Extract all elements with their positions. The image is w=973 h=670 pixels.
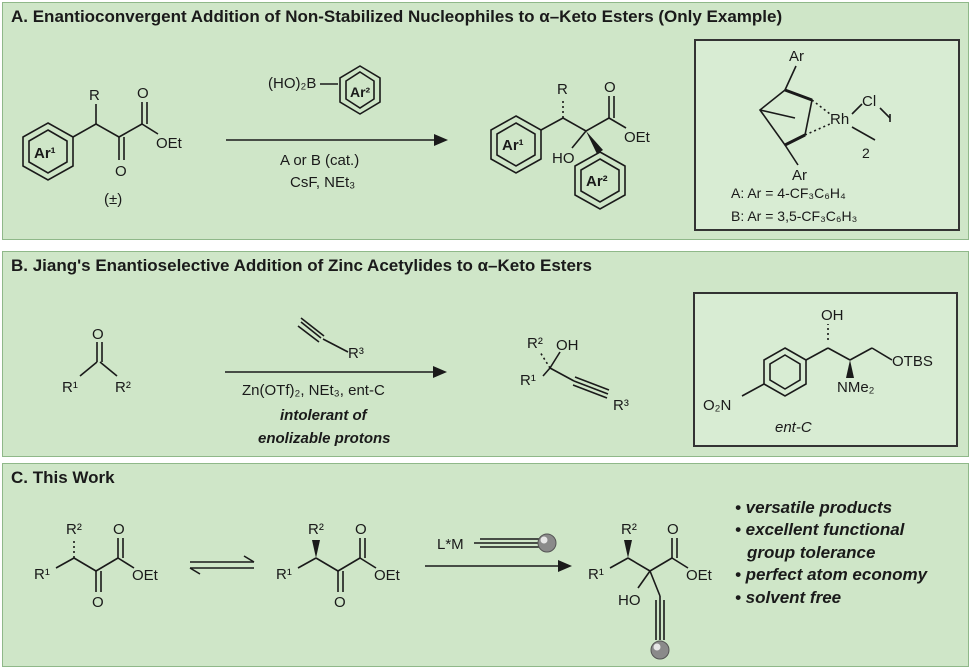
catalyst-dimer-subscript: 2 (862, 145, 870, 161)
arrow-b: R³ Zn(OTf)₂, NEt₃, ent-C intolerant of e… (225, 317, 447, 447)
product-a-ar2: Ar² (586, 173, 608, 190)
product-a-ho: HO (552, 150, 575, 167)
substrate-c-left-r2: R² (66, 521, 82, 538)
product-a-r: R (557, 81, 568, 98)
substrate-a-r: R (89, 87, 100, 104)
product-a-ester-o: O (604, 79, 616, 96)
reagent-c: L*M (437, 536, 464, 553)
product-b-r2: R² (527, 335, 543, 352)
product-b-r3: R³ (613, 397, 629, 414)
conditions-b: Zn(OTf)₂, NEt₃, ent-C (242, 382, 385, 399)
catalyst-def-a: A: Ar = 4-CF₃C₆H₄ (731, 185, 846, 201)
catalyst-cl: Cl (862, 93, 876, 110)
ketone-b: O R¹ R² (62, 326, 131, 396)
feature-item: • excellent functional (735, 520, 905, 540)
boronic-acid-ar2: Ar² (350, 84, 371, 100)
racemic-label: (±) (104, 191, 122, 208)
feature-item: group tolerance (747, 542, 876, 562)
catalyst-rh: Rh (830, 111, 849, 128)
substrate-a: Ar¹ R O O OEt (±) (22, 85, 183, 208)
substrate-c-left-oet: OEt (132, 567, 159, 584)
conditions-a-2: CsF, NEt₃ (290, 174, 355, 191)
product-b-r1: R¹ (520, 372, 536, 389)
product-c-r1: R¹ (588, 566, 604, 583)
substrate-a-ar1: Ar¹ (34, 145, 56, 162)
product-c-ho: HO (618, 592, 641, 609)
feature-item: • solvent free (735, 587, 842, 607)
boronic-acid-label: (HO)₂B (268, 75, 316, 92)
product-c-oet: OEt (686, 567, 713, 584)
ligand-ent-c: OH OTBS NMe₂ O₂N ent-C (703, 307, 933, 436)
ligand-box (693, 292, 958, 447)
panel-c: C. This Work (2, 463, 969, 667)
ketone-b-r2: R² (115, 379, 131, 396)
substrate-c-right-oet: OEt (374, 567, 401, 584)
ligand-no2: O₂N (703, 397, 731, 414)
product-c-ester-o: O (667, 521, 679, 538)
substrate-c-left: R² R¹ O O OEt (34, 521, 159, 611)
ketone-b-o: O (92, 326, 104, 343)
product-a: Ar¹ R O OEt HO Ar² (490, 79, 651, 210)
panel-c-title: C. This Work (11, 468, 115, 487)
panel-a-title: A. Enantioconvergent Addition of Non-Sta… (11, 7, 783, 26)
conditions-a-1: A or B (cat.) (280, 152, 359, 169)
ligand-nme2: NMe₂ (837, 379, 875, 396)
features-list: • versatile products • excellent functio… (735, 497, 927, 609)
feature-item: • versatile products (735, 498, 893, 517)
substrate-a-oet: OEt (156, 135, 183, 152)
substrate-c-right-ketone-o: O (334, 594, 346, 611)
product-b: R² OH R¹ R³ (520, 335, 629, 414)
catalyst-def-b: B: Ar = 3,5-CF₃C₆H₃ (731, 208, 857, 224)
ligand-otbs: OTBS (892, 353, 933, 370)
product-a-ar1: Ar¹ (502, 137, 524, 154)
catalyst-ar-top: Ar (789, 48, 804, 65)
arrow-a: (HO)₂B Ar² A or B (cat.) CsF, NEt₃ (226, 65, 448, 191)
alkyne-r3: R³ (348, 345, 364, 362)
arrow-c: L*M (425, 533, 572, 572)
substrate-c-right-r2: R² (308, 521, 324, 538)
substrate-c-left-ester-o: O (113, 521, 125, 538)
substrate-a-ester-o: O (137, 85, 149, 102)
panel-b-title: B. Jiang's Enantioselective Addition of … (11, 256, 592, 275)
product-a-oet: OEt (624, 129, 651, 146)
ligand-label: ent-C (775, 419, 812, 436)
product-c-r2: R² (621, 521, 637, 538)
substrate-c-left-r1: R¹ (34, 566, 50, 583)
substrate-c-left-ketone-o: O (92, 594, 104, 611)
substrate-c-right-r1: R¹ (276, 566, 292, 583)
note-b-1: intolerant of (280, 407, 369, 424)
substrate-c-right-ester-o: O (355, 521, 367, 538)
feature-item: • perfect atom economy (735, 565, 928, 585)
equilibrium-arrows (189, 555, 255, 575)
catalyst-ar-bottom: Ar (792, 167, 807, 184)
ligand-oh: OH (821, 307, 844, 324)
ketone-b-r1: R¹ (62, 379, 78, 396)
substrate-c-right: R² R¹ O O OEt (276, 521, 401, 611)
rh-catalyst: Ar Ar Rh Cl 2 A: Ar = 4-CF₃C₆H₄ B: Ar = … (731, 48, 891, 224)
catalyst-box (694, 39, 960, 231)
note-b-2: enolizable protons (258, 430, 391, 447)
substrate-a-ketone-o: O (115, 163, 127, 180)
product-b-oh: OH (556, 337, 579, 354)
product-c: R² R¹ O OEt HO (588, 521, 713, 660)
